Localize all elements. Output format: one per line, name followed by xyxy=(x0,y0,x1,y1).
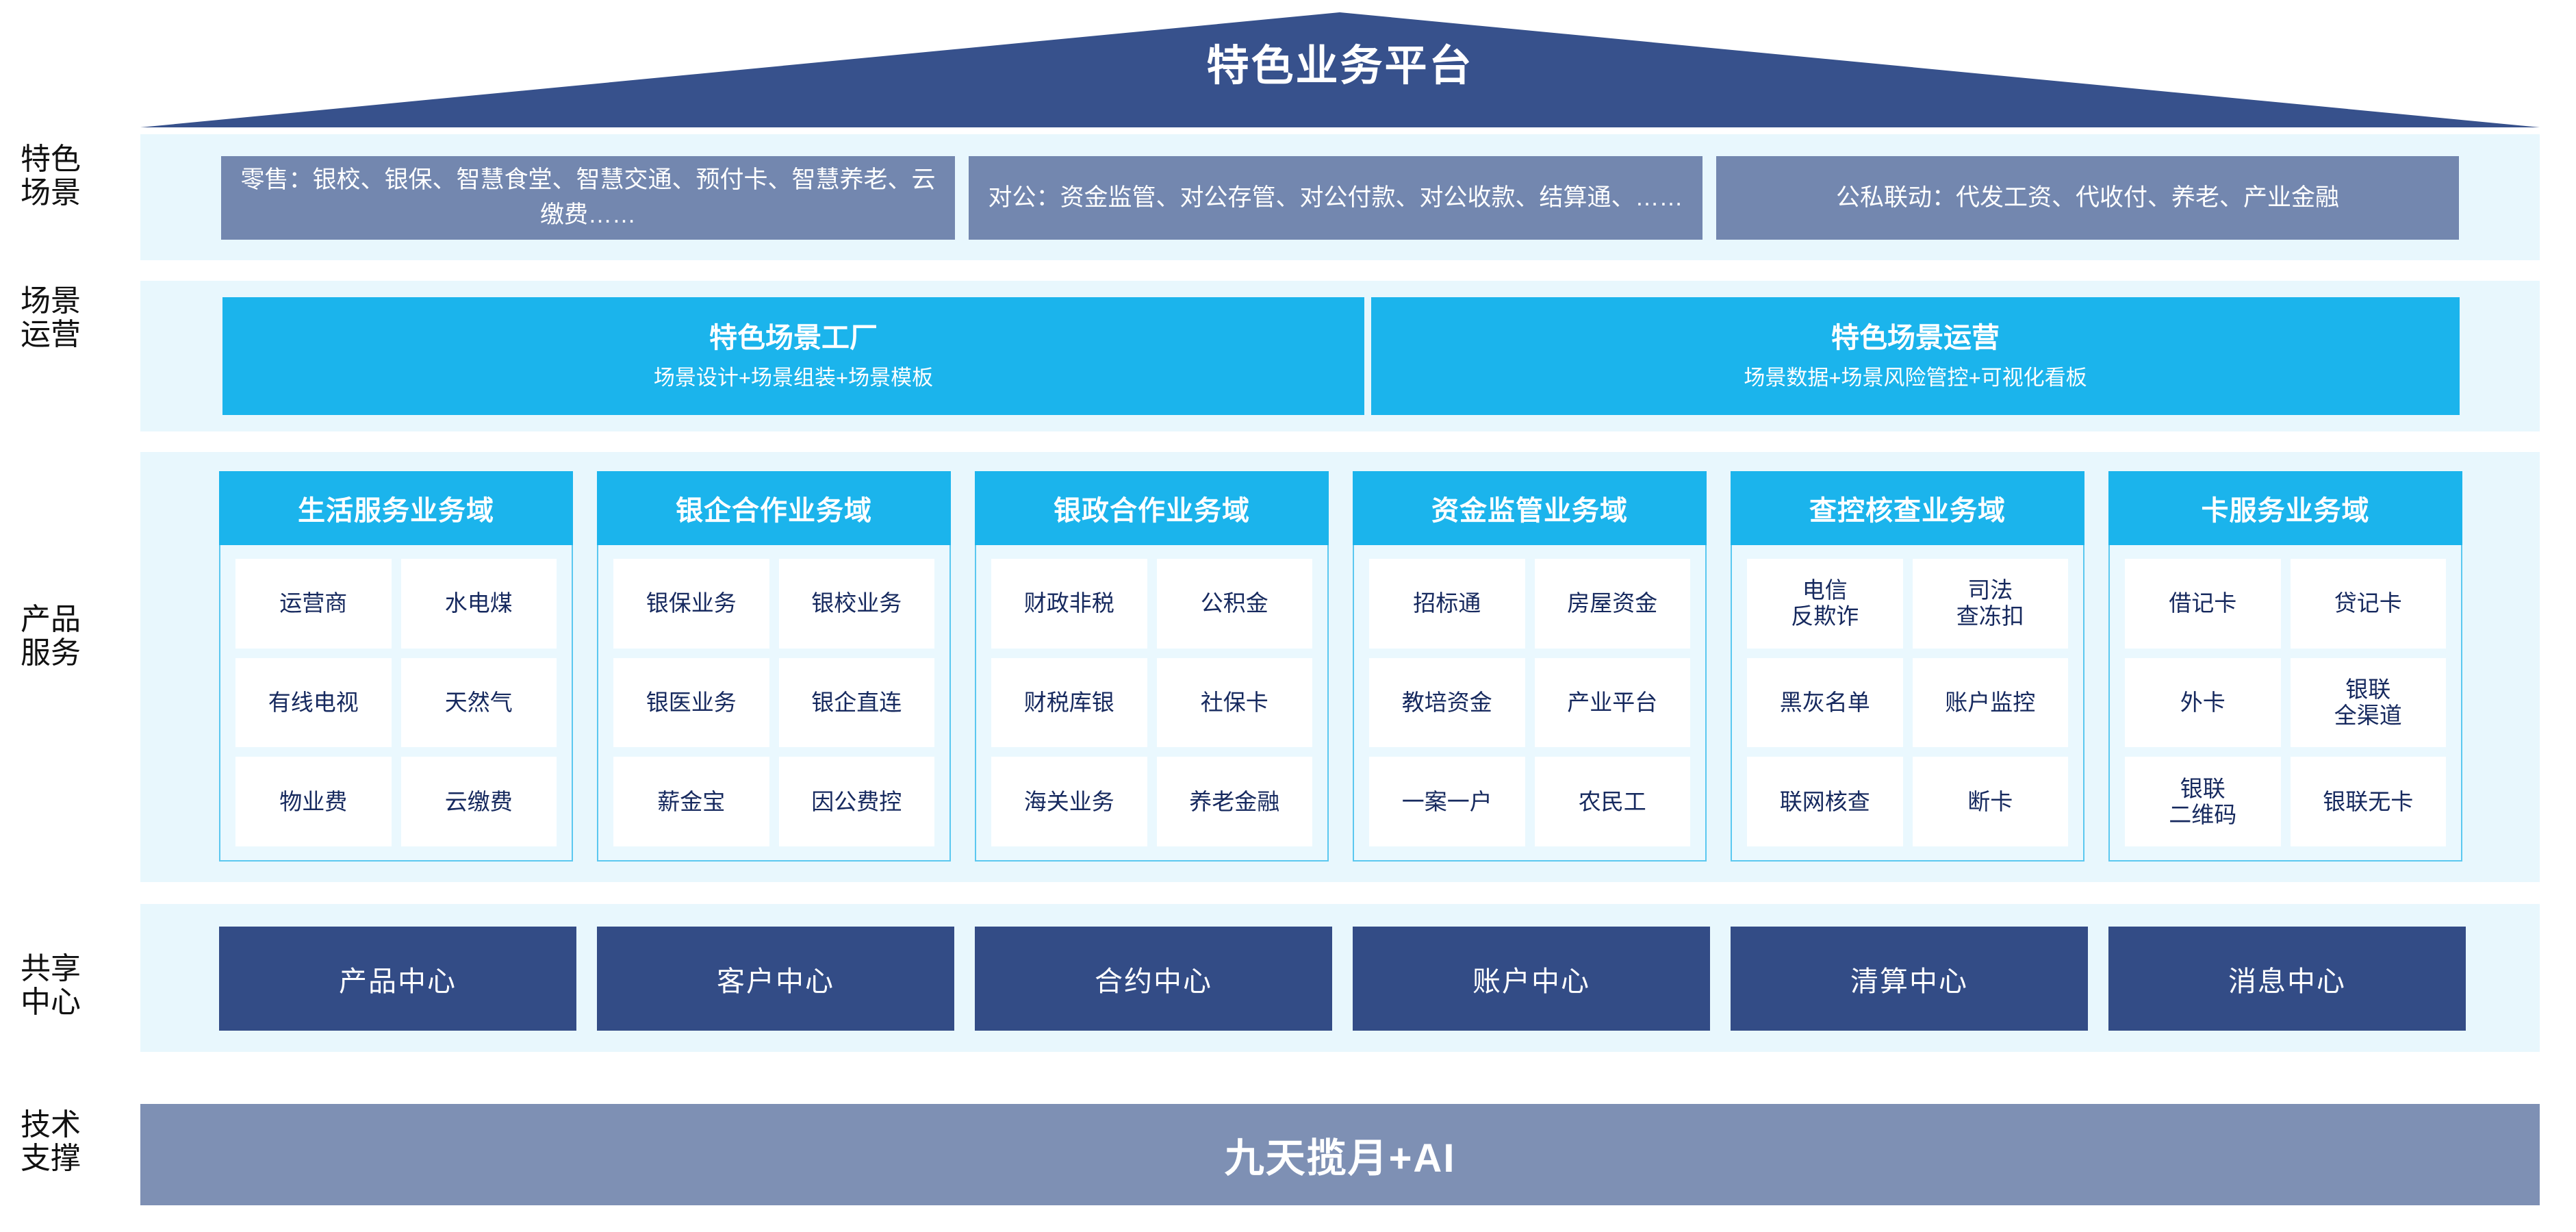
op-factory-title: 特色场景工厂 xyxy=(709,322,878,353)
domain-cell: 运营商 xyxy=(235,559,392,649)
domain-cell: 黑灰名单 xyxy=(1747,657,1903,748)
op-operation-title: 特色场景运营 xyxy=(1831,322,2000,353)
domain-cells-bank-enterprise: 银保业务 银校业务 银医业务 银企直连 薪金宝 因公费控 xyxy=(597,545,951,862)
domain-cell: 一案一户 xyxy=(1369,757,1525,846)
domain-column-bank-government: 银政合作业务域 财政非税 公积金 财税库银 社保卡 海关业务 养老金融 xyxy=(975,471,1329,862)
domain-cell: 水电煤 xyxy=(400,559,557,649)
op-box-scene-operation: 特色场景运营 场景数据+场景风险管控+可视化看板 xyxy=(1371,297,2460,415)
rail-label-featured-scenes: 特色 场景 xyxy=(21,142,81,210)
tech-support-band: 九天揽月+AI xyxy=(140,1104,2540,1205)
domain-cell: 联网核查 xyxy=(1747,757,1903,846)
domain-cell: 司法 查冻扣 xyxy=(1912,559,2068,649)
domain-cell: 电信 反欺诈 xyxy=(1747,559,1903,649)
domain-cell: 教培资金 xyxy=(1369,657,1525,748)
domain-column-card-service: 卡服务业务域 借记卡 贷记卡 外卡 银联 全渠道 银联 二维码 银联无卡 xyxy=(2108,471,2462,862)
domain-cell: 云缴费 xyxy=(400,757,557,846)
domain-cell: 财政非税 xyxy=(991,559,1147,649)
domain-cell: 银保业务 xyxy=(613,559,769,649)
rail-label-scene-operation: 场景 运营 xyxy=(21,284,81,352)
domain-column-life-service: 生活服务业务域 运营商 水电煤 有线电视 天然气 物业费 云缴费 xyxy=(219,471,573,862)
domain-cell: 财税库银 xyxy=(991,657,1147,748)
scene-operation-band: 特色场景工厂 场景设计+场景组装+场景模板 特色场景运营 场景数据+场景风险管控… xyxy=(140,281,2540,431)
shared-center-contract: 合约中心 xyxy=(975,927,1332,1031)
domain-cells-card-service: 借记卡 贷记卡 外卡 银联 全渠道 银联 二维码 银联无卡 xyxy=(2108,545,2462,862)
domain-cell: 产业平台 xyxy=(1534,657,1690,748)
domain-cell: 银联 二维码 xyxy=(2125,757,2281,846)
domain-cell: 社保卡 xyxy=(1156,657,1312,748)
domain-cell: 因公费控 xyxy=(778,757,934,846)
op-operation-subtitle: 场景数据+场景风险管控+可视化看板 xyxy=(1744,366,2087,390)
domain-cell: 物业费 xyxy=(235,757,392,846)
platform-roof: 特色业务平台 xyxy=(140,12,2540,127)
domain-title-bank-government: 银政合作业务域 xyxy=(975,471,1329,545)
domain-cells-fund-supervision: 招标通 房屋资金 教培资金 产业平台 一案一户 农民工 xyxy=(1353,545,1707,862)
domain-cell: 银校业务 xyxy=(778,559,934,649)
domain-cell: 外卡 xyxy=(2125,657,2281,748)
domain-title-bank-enterprise: 银企合作业务域 xyxy=(597,471,951,545)
domain-cell: 农民工 xyxy=(1534,757,1690,846)
rail-label-tech-support: 技术 支撑 xyxy=(21,1108,81,1176)
domain-cells-investigation-control: 电信 反欺诈 司法 查冻扣 黑灰名单 账户监控 联网核查 断卡 xyxy=(1731,545,2084,862)
domain-cells-life-service: 运营商 水电煤 有线电视 天然气 物业费 云缴费 xyxy=(219,545,573,862)
domain-cell: 海关业务 xyxy=(991,757,1147,846)
op-factory-subtitle: 场景设计+场景组装+场景模板 xyxy=(653,366,934,390)
domain-cells-bank-government: 财政非税 公积金 财税库银 社保卡 海关业务 养老金融 xyxy=(975,545,1329,862)
rail-label-shared-center: 共享 中心 xyxy=(21,952,81,1020)
domain-cell: 贷记卡 xyxy=(2290,559,2446,649)
domain-cell: 银医业务 xyxy=(613,657,769,748)
shared-center-customer: 客户中心 xyxy=(597,927,954,1031)
domain-column-investigation-control: 查控核查业务域 电信 反欺诈 司法 查冻扣 黑灰名单 账户监控 联网核查 断卡 xyxy=(1731,471,2084,862)
domain-cell: 借记卡 xyxy=(2125,559,2281,649)
domain-cell: 有线电视 xyxy=(235,657,392,748)
domain-title-fund-supervision: 资金监管业务域 xyxy=(1353,471,1707,545)
rail-label-product-service: 产品 服务 xyxy=(21,603,81,670)
domain-cell: 银联 全渠道 xyxy=(2290,657,2446,748)
domain-cell: 天然气 xyxy=(400,657,557,748)
domain-title-life-service: 生活服务业务域 xyxy=(219,471,573,545)
domain-cell: 房屋资金 xyxy=(1534,559,1690,649)
scene-box-public-private-linkage: 公私联动：代发工资、代收付、养老、产业金融 xyxy=(1716,156,2459,240)
domain-cell: 账户监控 xyxy=(1912,657,2068,748)
shared-center-product: 产品中心 xyxy=(219,927,576,1031)
domain-cell: 银联无卡 xyxy=(2290,757,2446,846)
page-title: 特色业务平台 xyxy=(1206,42,1474,90)
domain-cell: 招标通 xyxy=(1369,559,1525,649)
domain-cell: 养老金融 xyxy=(1156,757,1312,846)
shared-center-account: 账户中心 xyxy=(1353,927,1710,1031)
scene-box-corporate: 对公：资金监管、对公存管、对公付款、对公收款、结算通、…… xyxy=(969,156,1703,240)
shared-center-message: 消息中心 xyxy=(2108,927,2466,1031)
shared-center-band: 产品中心 客户中心 合约中心 账户中心 清算中心 消息中心 xyxy=(140,904,2540,1052)
shared-center-settlement: 清算中心 xyxy=(1731,927,2088,1031)
domain-column-fund-supervision: 资金监管业务域 招标通 房屋资金 教培资金 产业平台 一案一户 农民工 xyxy=(1353,471,1707,862)
domain-title-investigation-control: 查控核查业务域 xyxy=(1731,471,2084,545)
domain-cell: 银企直连 xyxy=(778,657,934,748)
domain-column-bank-enterprise: 银企合作业务域 银保业务 银校业务 银医业务 银企直连 薪金宝 因公费控 xyxy=(597,471,951,862)
op-box-scene-factory: 特色场景工厂 场景设计+场景组装+场景模板 xyxy=(222,297,1364,415)
domain-title-card-service: 卡服务业务域 xyxy=(2108,471,2462,545)
domain-cell: 断卡 xyxy=(1912,757,2068,846)
domain-cell: 公积金 xyxy=(1156,559,1312,649)
domain-cell: 薪金宝 xyxy=(613,757,769,846)
scene-box-retail: 零售：银校、银保、智慧食堂、智慧交通、预付卡、智慧养老、云缴费…… xyxy=(221,156,955,240)
roof-shape xyxy=(140,12,2540,127)
featured-scenes-band: 零售：银校、银保、智慧食堂、智慧交通、预付卡、智慧养老、云缴费…… 对公：资金监… xyxy=(140,134,2540,260)
